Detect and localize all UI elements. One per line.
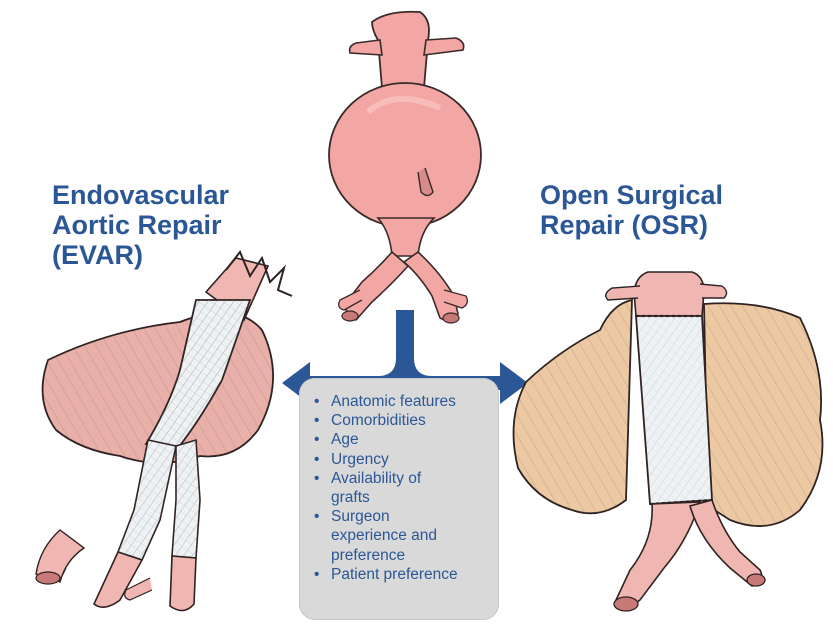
decision-factor-item: Age bbox=[311, 430, 493, 449]
decision-factor-item: Comorbidities bbox=[311, 411, 493, 430]
renal-branch-right bbox=[424, 38, 464, 55]
decision-factor-text: Anatomic features bbox=[331, 392, 493, 411]
osr-heading: Open Surgical Repair (OSR) bbox=[540, 180, 723, 240]
decision-factor-item: Urgency bbox=[311, 450, 493, 469]
evar-heading: Endovascular Aortic Repair (EVAR) bbox=[52, 180, 229, 270]
evar-heading-line: Endovascular bbox=[52, 180, 229, 210]
decision-factors-list: Anatomic featuresComorbiditiesAgeUrgency… bbox=[299, 378, 499, 584]
decision-factor-text: Urgency bbox=[331, 450, 493, 469]
iliac-left bbox=[346, 252, 408, 320]
evar-heading-line: (EVAR) bbox=[52, 240, 229, 270]
decision-factor-text: Patient preference bbox=[331, 565, 493, 584]
decision-factors-box: Anatomic featuresComorbiditiesAgeUrgency… bbox=[299, 378, 499, 620]
aorta-lower bbox=[378, 218, 434, 256]
evar-illustration bbox=[36, 252, 292, 611]
decision-factor-text: experience and bbox=[331, 526, 493, 545]
aneurysm-sac bbox=[329, 83, 481, 227]
osr-heading-line: Repair (OSR) bbox=[540, 210, 723, 240]
decision-factor-text: Comorbidities bbox=[331, 411, 493, 430]
decision-factor-text: Surgeon bbox=[331, 507, 493, 526]
decision-factor-item: Anatomic features bbox=[311, 392, 493, 411]
decision-factor-text: Availability of bbox=[331, 469, 493, 488]
decision-factor-text: Age bbox=[331, 430, 493, 449]
evar-heading-line: Aortic Repair bbox=[52, 210, 229, 240]
decision-factor-text: preference bbox=[331, 546, 493, 565]
decision-factor-text: grafts bbox=[331, 488, 493, 507]
osr-heading-line: Open Surgical bbox=[540, 180, 723, 210]
osr-illustration bbox=[514, 272, 823, 611]
decision-factor-item: Patient preference bbox=[311, 565, 493, 584]
aneurysm-illustration bbox=[329, 12, 481, 323]
renal-branch-left bbox=[350, 40, 382, 55]
